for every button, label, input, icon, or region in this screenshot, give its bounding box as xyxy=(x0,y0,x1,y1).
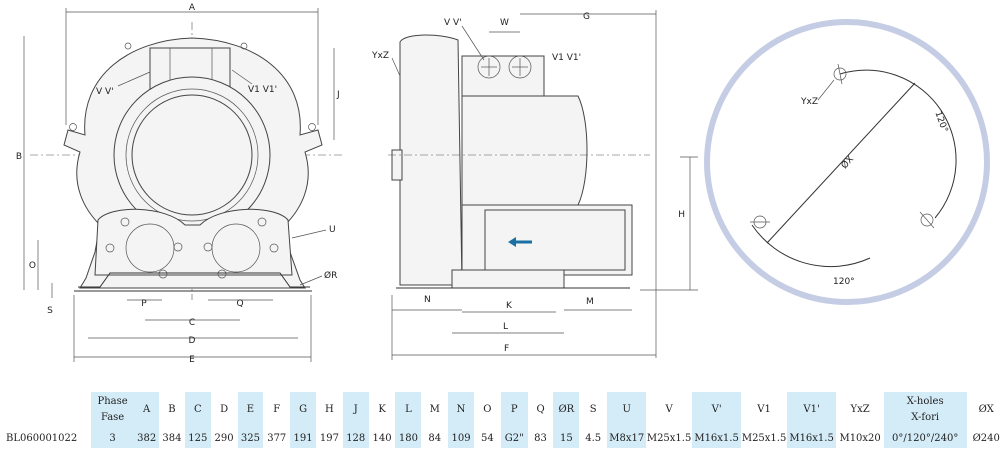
flange-view: YxZ 120° 120° ØX xyxy=(704,19,990,305)
spec-value-cell: 382 xyxy=(134,428,160,448)
spec-model-cell: BL060001022 xyxy=(6,432,78,444)
side-label-h: H xyxy=(678,210,685,220)
side-label-w: W xyxy=(500,18,509,28)
spec-value-cell: 0°/120°/240° xyxy=(883,428,967,448)
dim-label-q: Q xyxy=(236,299,243,309)
side-label-l: L xyxy=(503,322,508,332)
flange-label-yxz: YxZ xyxy=(800,97,818,107)
spec-header-cell: F xyxy=(273,404,281,415)
side-label-vv: V V' xyxy=(444,18,462,28)
spec-value-cell: 384 xyxy=(162,432,182,444)
spec-value-cell: 54 xyxy=(481,432,494,444)
side-label-n: N xyxy=(424,295,431,305)
dim-label-c: C xyxy=(189,318,195,328)
spec-value-cell: 180 xyxy=(395,428,422,448)
side-view: YxZ V V' W G V1 V1' H N K L M F xyxy=(371,10,698,360)
spec-value-cell: M25x1.5 xyxy=(741,432,787,444)
spec-header-cell: M xyxy=(429,404,440,415)
spec-header-cell: V xyxy=(665,404,673,415)
spec-value-cell: M25x1.5 xyxy=(646,432,692,444)
dim-label-e: E xyxy=(189,355,195,365)
side-label-v1v1: V1 V1' xyxy=(552,53,581,63)
dim-label-j: J xyxy=(336,90,340,100)
spec-header-cell: U xyxy=(607,392,647,428)
dim-label-vv: V V' xyxy=(96,87,114,97)
spec-header-cell: L xyxy=(395,392,422,428)
spec-header-cell xyxy=(0,392,91,428)
side-label-yxz: YxZ xyxy=(371,51,389,61)
spec-header-cell: H xyxy=(325,404,334,415)
dim-label-v1v1: V1 V1' xyxy=(248,85,277,95)
dim-label-s: S xyxy=(47,306,53,316)
flange-label-angle-bottom: 120° xyxy=(833,277,855,287)
spec-value-cell: 4.5 xyxy=(585,432,602,444)
spec-value-cell: 290 xyxy=(214,432,234,444)
spec-value-cell: 140 xyxy=(372,432,392,444)
spec-value-cell: 83 xyxy=(534,432,547,444)
flange-label-ox: ØX xyxy=(839,154,856,171)
dim-label-b: B xyxy=(16,152,22,162)
spec-header-cell: O xyxy=(483,404,492,415)
side-label-g: G xyxy=(583,12,590,22)
spec-value-cell: 197 xyxy=(319,432,339,444)
spec-header-cell: S xyxy=(589,404,597,415)
spec-header-cell: C xyxy=(184,392,211,428)
side-label-m: M xyxy=(586,297,594,307)
spec-header-cell: N xyxy=(448,392,474,428)
spec-header-cell: Q xyxy=(536,404,545,415)
side-label-k: K xyxy=(506,301,513,311)
spec-value-cell: 3 xyxy=(90,428,135,448)
side-label-f: F xyxy=(504,344,509,354)
spec-header-cell: V1' xyxy=(786,392,837,428)
spec-value-cell: 84 xyxy=(428,432,442,444)
dim-label-o: O xyxy=(29,261,36,271)
spec-header-cell: YxZ xyxy=(850,404,870,415)
spec-header-cell: K xyxy=(378,404,386,415)
dim-label-d: D xyxy=(189,336,196,346)
spec-value-cell: M8x17 xyxy=(607,428,647,448)
spec-header-cell: ØX xyxy=(978,404,994,415)
spec-value-cell: 15 xyxy=(553,428,580,448)
dim-label-a: A xyxy=(189,3,196,13)
spec-value-cell: M16x1.5 xyxy=(691,428,742,448)
spec-header-cell: B xyxy=(168,404,176,415)
dim-label-u: U xyxy=(329,225,336,235)
dim-label-p: P xyxy=(141,299,147,309)
dim-label-or: ØR xyxy=(324,270,337,281)
front-view: A B J O S P Q C D E U ØR xyxy=(16,3,345,365)
spec-value-cell: M16x1.5 xyxy=(786,428,837,448)
spec-header-cell: D xyxy=(220,404,229,415)
flange-label-angle-top: 120° xyxy=(932,110,949,134)
spec-header-cell: G xyxy=(290,392,316,428)
spec-value-cell: 125 xyxy=(184,428,211,448)
spec-value-cell: 109 xyxy=(448,428,474,448)
spec-header-cell: V' xyxy=(691,392,742,428)
spec-header-cell: ØR xyxy=(553,392,580,428)
spec-value-cell: Ø240 xyxy=(972,432,1000,444)
spec-header-cell: P xyxy=(500,392,528,428)
spec-value-cell: 128 xyxy=(342,428,369,448)
spec-header-cell: J xyxy=(342,392,369,428)
spec-header-cell: A xyxy=(134,392,160,428)
spec-header-cell: E xyxy=(237,392,264,428)
spec-header-cell: V1 xyxy=(757,404,771,415)
spec-value-cell: G2" xyxy=(500,428,528,448)
technical-drawing: A B J O S P Q C D E U ØR xyxy=(16,3,990,365)
spec-value-cell: 325 xyxy=(237,428,264,448)
spec-value-cell: M10x20 xyxy=(839,432,881,444)
spec-value-cell: 191 xyxy=(290,428,316,448)
spec-value-cell: 377 xyxy=(267,432,287,444)
